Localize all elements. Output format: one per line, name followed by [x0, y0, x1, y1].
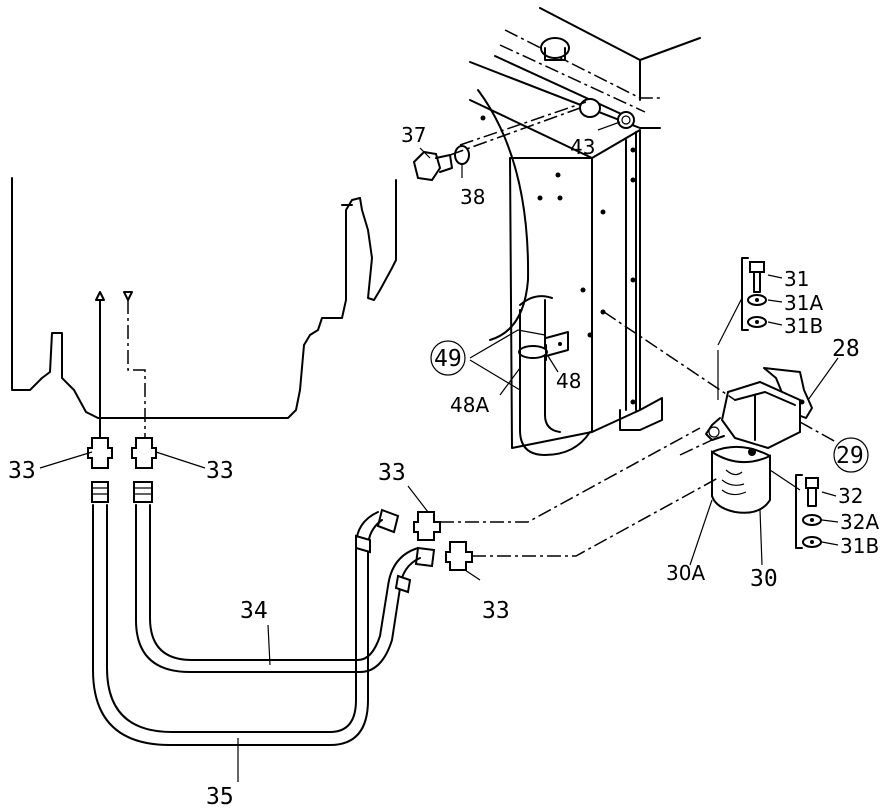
- label-29: 29: [836, 443, 864, 469]
- label-38: 38: [460, 185, 485, 209]
- label-31b-upper: 31B: [784, 314, 823, 338]
- label-31a: 31A: [784, 291, 823, 315]
- plug-37-oring-38: [412, 145, 470, 182]
- label-43: 43: [570, 135, 595, 159]
- label-32: 32: [838, 484, 863, 508]
- hoses: [92, 504, 421, 746]
- label-48a: 48A: [450, 393, 489, 417]
- label-48: 48: [556, 369, 581, 393]
- bolt-group-upper: [741, 257, 767, 331]
- label-30a: 30A: [666, 561, 705, 585]
- label-49: 49: [434, 346, 462, 372]
- part-labels: 28 29 30 30A 31 31A 31B 32 32A 31B 33 33…: [8, 123, 879, 810]
- label-35: 35: [206, 784, 234, 810]
- fittings-33: [87, 437, 473, 571]
- label-33-bottom: 33: [482, 598, 510, 624]
- label-32a: 32A: [840, 510, 879, 534]
- label-leaders: [39, 121, 869, 782]
- assembly-leaders: [440, 101, 837, 557]
- oil-filter-assembly: [705, 367, 813, 514]
- hose-48a: [518, 295, 591, 456]
- label-30: 30: [750, 566, 778, 592]
- label-37: 37: [401, 123, 426, 147]
- engine-outline: [11, 177, 397, 419]
- label-33-mid: 33: [206, 458, 234, 484]
- label-34: 34: [240, 598, 268, 624]
- bolt-group-lower: [795, 474, 822, 549]
- label-31b-lower: 31B: [840, 534, 879, 558]
- label-31: 31: [784, 267, 809, 291]
- radiator: [469, 7, 701, 449]
- label-33-left: 33: [8, 458, 36, 484]
- label-33-top: 33: [378, 460, 406, 486]
- hose-end-fittings: [91, 481, 436, 568]
- oil-line-arrows: [95, 291, 146, 446]
- label-28: 28: [832, 336, 860, 362]
